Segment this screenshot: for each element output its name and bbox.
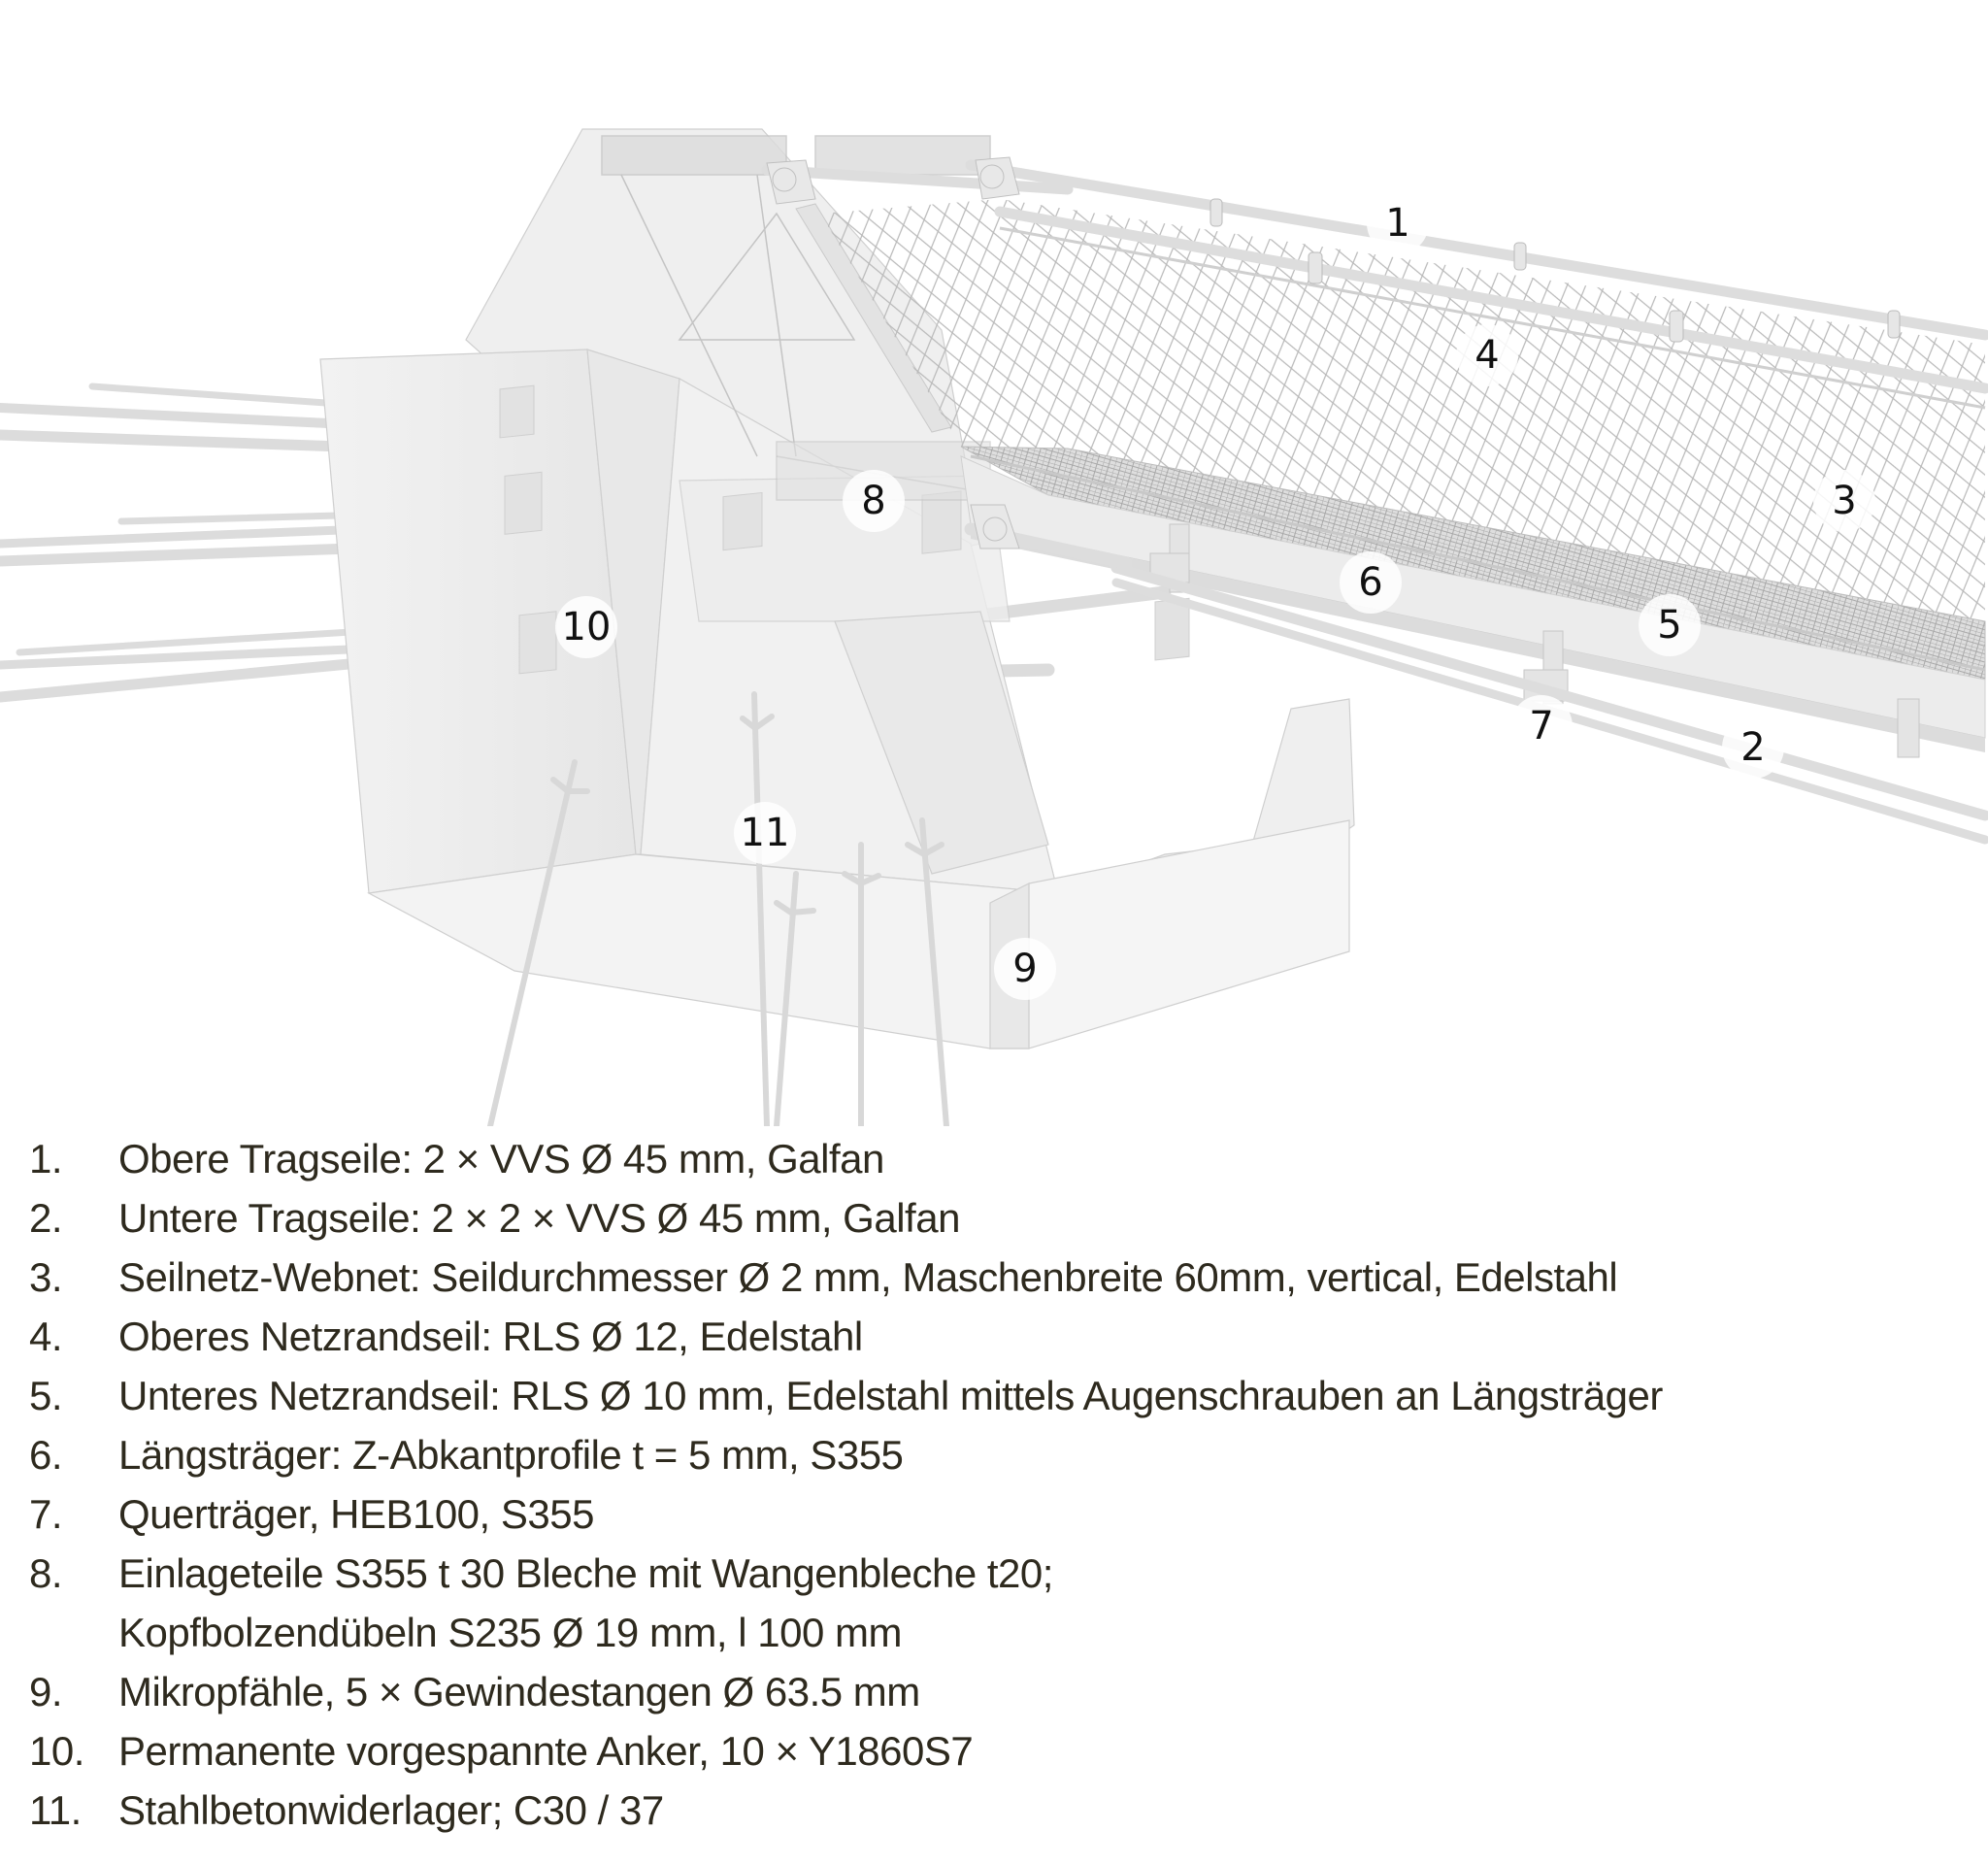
- concrete-abutment: [319, 128, 1355, 1049]
- legend-text: Kopfbolzendübeln S235 Ø 19 mm, l 100 mm: [118, 1610, 902, 1655]
- cable-clamps: [1209, 198, 1901, 343]
- legend-number: 3.: [29, 1254, 63, 1300]
- callout-8: 8: [843, 470, 905, 532]
- legend-number: 7.: [29, 1491, 63, 1537]
- callout-4: 4: [1456, 324, 1518, 386]
- legend-number: 8.: [29, 1550, 63, 1596]
- legend-number: 10.: [29, 1728, 84, 1774]
- cable-anchor-eyes: [766, 156, 1020, 549]
- anchor-heads: [499, 384, 1190, 675]
- legend-text: Oberes Netzrandseil: RLS Ø 12, Edelstahl: [118, 1314, 863, 1359]
- legend-number: 6.: [29, 1432, 63, 1478]
- legend-text: Unteres Netzrandseil: RLS Ø 10 mm, Edels…: [118, 1373, 1663, 1418]
- legend-text: Stahlbetonwiderlager; C30 / 37: [118, 1787, 664, 1833]
- abutment-3d-rendering: [0, 128, 1988, 1126]
- callout-5: 5: [1639, 594, 1701, 656]
- legend-text: Einlageteile S355 t 30 Bleche mit Wangen…: [118, 1550, 1053, 1596]
- legend-number: 9.: [29, 1669, 63, 1714]
- legend-number: 1.: [29, 1136, 63, 1182]
- cross-beams: [1149, 523, 1920, 758]
- callout-7: 7: [1510, 695, 1573, 757]
- upper-carrying-cables: [761, 159, 1988, 394]
- callout-1: 1: [1367, 192, 1429, 254]
- legend-text: Mikropfähle, 5 × Gewindestangen Ø 63.5 m…: [118, 1669, 920, 1714]
- callout-11: 11: [734, 802, 796, 864]
- upper-net-edge-rope: [999, 226, 1986, 410]
- cable-net-mesh: [820, 199, 1985, 680]
- legend-text: Seilnetz-Webnet: Seildurchmesser Ø 2 mm,…: [118, 1254, 1618, 1300]
- callout-6: 6: [1340, 551, 1402, 614]
- bridge-abutment-illustration: 1 2 3 4 5 6 7 8 9 10 11: [0, 128, 1988, 1126]
- legend-number: 11.: [29, 1787, 82, 1833]
- legend-text: Permanente vorgespannte Anker, 10 × Y186…: [118, 1728, 974, 1774]
- legend-number: 5.: [29, 1373, 63, 1418]
- legend-number: 2.: [29, 1195, 63, 1241]
- callout-2: 2: [1722, 716, 1784, 779]
- longitudinal-girder: [960, 455, 1986, 739]
- micropiles: [487, 691, 949, 1126]
- callout-3: 3: [1813, 470, 1875, 532]
- legend-text: Querträger, HEB100, S355: [118, 1491, 594, 1537]
- legend-text: Längsträger: Z-Abkantprofile t = 5 mm, S…: [118, 1432, 904, 1478]
- lower-net-edge-rope: [970, 454, 1986, 672]
- legend-text: Untere Tragseile: 2 × 2 × VVS Ø 45 mm, G…: [118, 1195, 960, 1241]
- legend-number: 4.: [29, 1314, 63, 1359]
- callout-10: 10: [555, 596, 617, 658]
- callout-9: 9: [994, 938, 1056, 1000]
- legend-text: Obere Tragseile: 2 × VVS Ø 45 mm, Galfan: [118, 1136, 884, 1182]
